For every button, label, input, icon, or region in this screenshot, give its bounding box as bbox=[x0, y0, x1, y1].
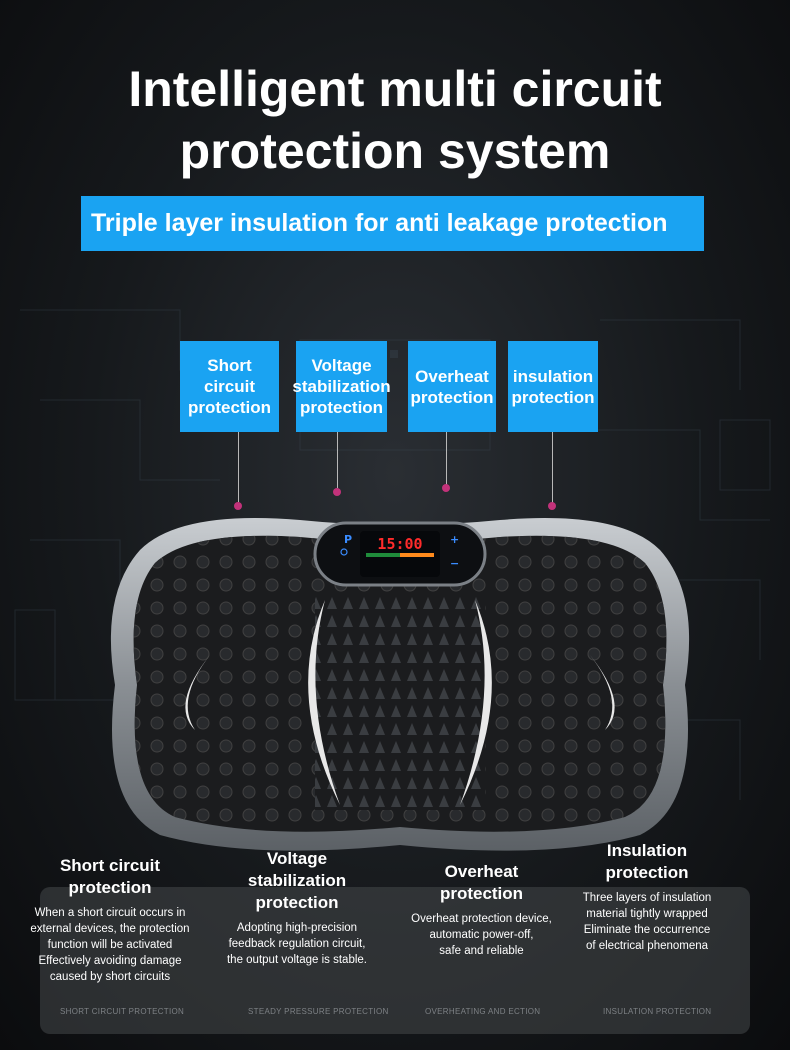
feature-title: Overheat protection bbox=[439, 862, 524, 903]
tag-overheat: Overheat protection bbox=[408, 341, 496, 432]
feature-description: When a short circuit occurs in external … bbox=[30, 907, 190, 983]
leader-line bbox=[238, 432, 239, 502]
feature-title: Insulation protection bbox=[605, 841, 689, 882]
leader-line bbox=[552, 432, 553, 504]
insulation-banner: Triple layer insulation for anti leakage… bbox=[81, 196, 704, 251]
feature-description: Adopting high-precision feedback regulat… bbox=[226, 922, 367, 966]
svg-text:−: − bbox=[450, 557, 459, 570]
leader-dot bbox=[234, 502, 242, 510]
feature-description: Three layers of insulation material tigh… bbox=[582, 892, 712, 952]
leader-dot bbox=[548, 502, 556, 510]
device-display-time: 15:00 bbox=[377, 535, 422, 553]
caption-overheat: OVERHEATING AND ECTION bbox=[425, 1007, 541, 1016]
page-title: Intelligent multi circuit protection sys… bbox=[128, 61, 662, 179]
tag-short-circuit: Short circuit protection bbox=[180, 341, 279, 432]
tag-insulation: insulation protection bbox=[508, 341, 598, 432]
feature-title: Short circuit protection bbox=[59, 856, 161, 897]
leader-dot bbox=[333, 488, 341, 496]
feature-title: Voltage stabilization protection bbox=[247, 849, 347, 912]
svg-text:+: + bbox=[450, 533, 459, 546]
feature-description: Overheat protection device, automatic po… bbox=[411, 913, 552, 957]
vibration-plate-device: 15:00 P + − bbox=[110, 518, 690, 851]
leader-dot bbox=[442, 484, 450, 492]
caption-voltage: STEADY PRESSURE PROTECTION bbox=[248, 1007, 389, 1016]
leader-line bbox=[337, 432, 338, 488]
feature-insulation: Insulation protection Three layers of in… bbox=[566, 840, 728, 954]
tag-voltage-stabilization: Voltage stabilization protection bbox=[292, 341, 391, 432]
caption-short-circuit: SHORT CIRCUIT PROTECTION bbox=[60, 1007, 185, 1016]
caption-insulation: INSULATION PROTECTION bbox=[603, 1007, 712, 1016]
leader-line bbox=[446, 432, 447, 486]
feature-overheat: Overheat protection Overheat protection … bbox=[394, 861, 569, 959]
device-program-label: P bbox=[344, 533, 352, 546]
feature-short-circuit: Short circuit protection When a short ci… bbox=[20, 855, 200, 985]
feature-voltage-stabilization: Voltage stabilization protection Adoptin… bbox=[212, 848, 382, 968]
feature-panel bbox=[40, 887, 750, 1034]
